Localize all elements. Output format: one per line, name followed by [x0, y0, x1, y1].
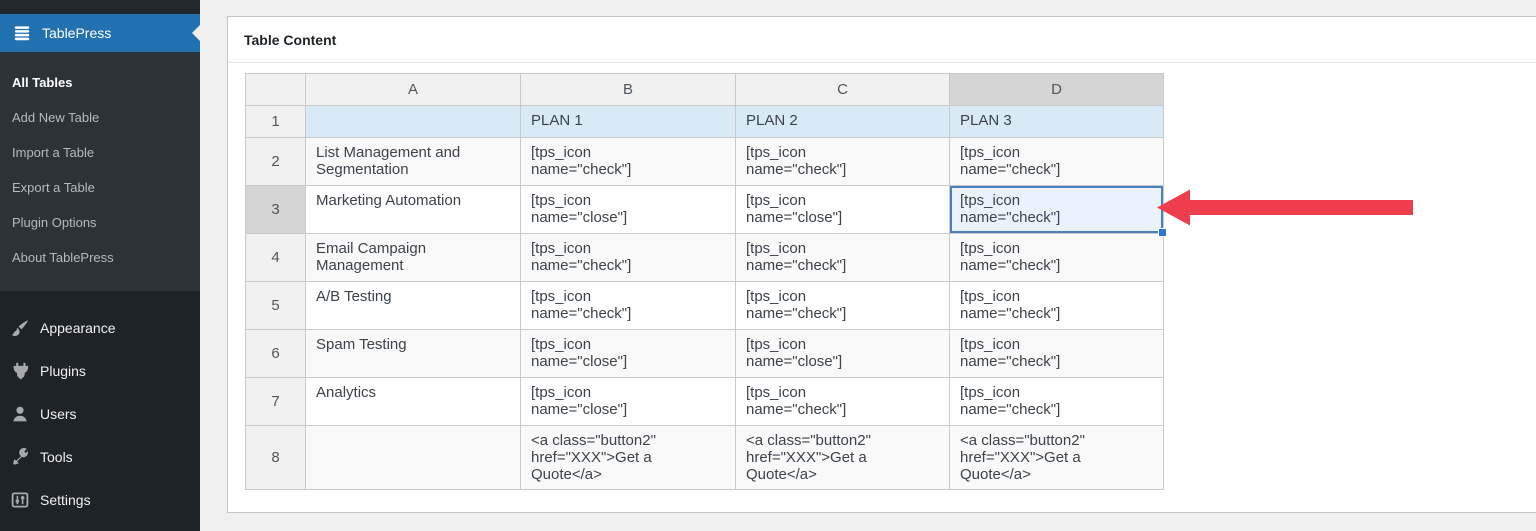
- cell-c7[interactable]: [tps_icon name="check"]: [735, 377, 950, 426]
- cell-b1[interactable]: PLAN 1: [520, 105, 736, 138]
- cell-b8[interactable]: <a class="button2" href="XXX">Get a Quot…: [520, 425, 736, 490]
- sidebar-item-users[interactable]: Users: [0, 392, 200, 435]
- row-header-5[interactable]: 5: [245, 281, 306, 330]
- row-header-1[interactable]: 1: [245, 105, 306, 138]
- cell-b4[interactable]: [tps_icon name="check"]: [520, 233, 736, 282]
- sidebar-cropped-item: [0, 0, 200, 14]
- cell-c6[interactable]: [tps_icon name="close"]: [735, 329, 950, 378]
- cell-d6[interactable]: [tps_icon name="check"]: [949, 329, 1164, 378]
- column-header-d[interactable]: D: [949, 73, 1164, 106]
- row-header-2[interactable]: 2: [245, 137, 306, 186]
- cell-c1[interactable]: PLAN 2: [735, 105, 950, 138]
- row-header-4[interactable]: 4: [245, 233, 306, 282]
- sidebar-item-appearance[interactable]: Appearance: [0, 306, 200, 349]
- sidebar-item-label: Settings: [40, 491, 91, 508]
- cell-d4[interactable]: [tps_icon name="check"]: [949, 233, 1164, 282]
- cell-a6[interactable]: Spam Testing: [305, 329, 521, 378]
- sidebar-item-label: TablePress: [42, 25, 112, 41]
- cell-d5[interactable]: [tps_icon name="check"]: [949, 281, 1164, 330]
- cell-b6[interactable]: [tps_icon name="close"]: [520, 329, 736, 378]
- cell-d3[interactable]: [tps_icon name="check"]: [949, 185, 1168, 238]
- cell-d1[interactable]: PLAN 3: [949, 105, 1164, 138]
- cell-b2[interactable]: [tps_icon name="check"]: [520, 137, 736, 186]
- tablepress-list-icon: [12, 23, 32, 43]
- plugins-plug-icon: [9, 360, 31, 382]
- sidebar-item-import-a-table[interactable]: Import a Table: [12, 145, 95, 160]
- cell-b3[interactable]: [tps_icon name="close"]: [520, 185, 736, 234]
- sidebar-item-add-new-table[interactable]: Add New Table: [12, 110, 100, 125]
- cell-d8[interactable]: <a class="button2" href="XXX">Get a Quot…: [949, 425, 1164, 490]
- cell-a3[interactable]: Marketing Automation: [305, 185, 521, 234]
- sidebar-item-plugins[interactable]: Plugins: [0, 349, 200, 392]
- row-header-7[interactable]: 7: [245, 377, 306, 426]
- cell-b5[interactable]: [tps_icon name="check"]: [520, 281, 736, 330]
- settings-sliders-icon: [9, 489, 31, 511]
- sidebar-item-plugin-options[interactable]: Plugin Options: [12, 215, 97, 230]
- cell-c2[interactable]: [tps_icon name="check"]: [735, 137, 950, 186]
- cell-c8[interactable]: <a class="button2" href="XXX">Get a Quot…: [735, 425, 950, 490]
- cell-d2[interactable]: [tps_icon name="check"]: [949, 137, 1164, 186]
- sidebar-item-settings[interactable]: Settings: [0, 478, 200, 521]
- panel-title: Table Content: [228, 17, 1536, 63]
- cell-a4[interactable]: Email Campaign Management: [305, 233, 521, 282]
- cell-d7[interactable]: [tps_icon name="check"]: [949, 377, 1164, 426]
- users-person-icon: [9, 403, 31, 425]
- cell-a1[interactable]: [305, 105, 521, 138]
- table-row: 8 <a class="button2" href="XXX">Get a Quo…: [245, 425, 1164, 490]
- cell-b7[interactable]: [tps_icon name="close"]: [520, 377, 736, 426]
- row-header-6[interactable]: 6: [245, 329, 306, 378]
- row-header-3[interactable]: 3: [245, 185, 306, 234]
- sidebar-item-label: Plugins: [40, 362, 86, 379]
- cell-a5[interactable]: A/B Testing: [305, 281, 521, 330]
- appearance-brush-icon: [9, 317, 31, 339]
- sidebar-item-tablepress[interactable]: TablePress: [0, 14, 200, 52]
- column-header-b[interactable]: B: [520, 73, 736, 106]
- row-header-8[interactable]: 8: [245, 425, 306, 490]
- sidebar-item-label: Appearance: [40, 319, 116, 336]
- cell-c4[interactable]: [tps_icon name="check"]: [735, 233, 950, 282]
- sidebar-item-export-a-table[interactable]: Export a Table: [12, 180, 95, 195]
- cell-a2[interactable]: List Management and Segmentation: [305, 137, 521, 186]
- column-header-a[interactable]: A: [305, 73, 521, 106]
- cell-a7[interactable]: Analytics: [305, 377, 521, 426]
- column-header-c[interactable]: C: [735, 73, 950, 106]
- sidebar-item-tools[interactable]: Tools: [0, 435, 200, 478]
- cell-a8[interactable]: [305, 425, 521, 490]
- sidebar-item-label: Users: [40, 405, 77, 422]
- tools-wrench-icon: [9, 446, 31, 468]
- cell-c5[interactable]: [tps_icon name="check"]: [735, 281, 950, 330]
- sidebar-item-label: Tools: [40, 448, 73, 465]
- grid-corner-header[interactable]: [245, 73, 306, 106]
- cell-c3[interactable]: [tps_icon name="close"]: [735, 185, 950, 234]
- sidebar-item-all-tables[interactable]: All Tables: [12, 75, 73, 90]
- sidebar-item-about-tablepress[interactable]: About TablePress: [12, 250, 114, 265]
